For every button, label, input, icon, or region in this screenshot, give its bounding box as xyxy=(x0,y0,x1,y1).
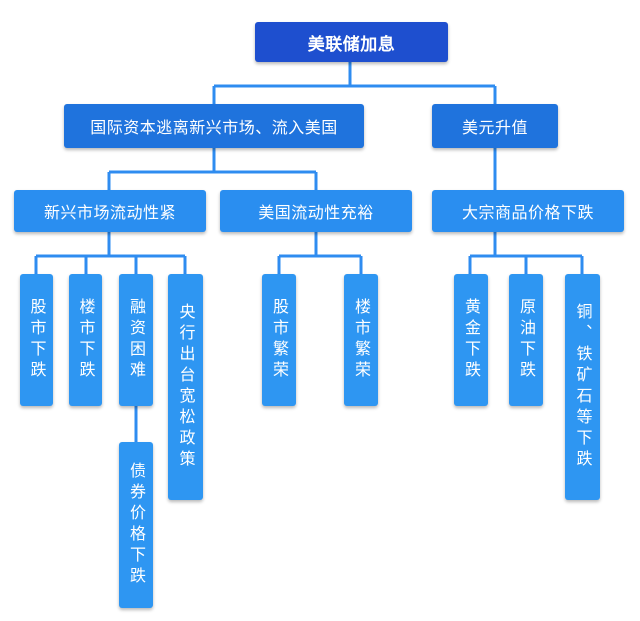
node-commodity-fall-label: 大宗商品价格下跌 xyxy=(461,203,594,222)
leaf-stock-boom: 股市繁荣 xyxy=(262,274,296,406)
leaf-property-boom-label: 楼市繁荣 xyxy=(352,298,371,382)
connector-capital-to-level2 xyxy=(107,148,318,190)
leaf-stock-boom-label: 股市繁荣 xyxy=(270,298,289,382)
node-em-liquidity-tight: 新兴市场流动性紧 xyxy=(14,190,206,232)
leaf-property-boom: 楼市繁荣 xyxy=(344,274,378,406)
leaf-stock-down-label: 股市下跌 xyxy=(27,298,47,382)
node-us-liquidity-ample: 美国流动性充裕 xyxy=(220,190,412,232)
leaf-oil-down-label: 原油下跌 xyxy=(517,298,536,382)
leaf-central-bank-easing-label: 央行出台宽松政策 xyxy=(176,303,196,471)
node-us-liquidity-ample-label: 美国流动性充裕 xyxy=(258,203,374,222)
leaf-gold-down-label: 黄金下跌 xyxy=(462,298,481,382)
connector-em-to-leaves xyxy=(34,232,187,274)
connector-commodity-to-leaves xyxy=(468,232,584,274)
leaf-property-down-label: 楼市下跌 xyxy=(76,298,96,382)
node-root: 美联储加息 xyxy=(255,22,448,62)
node-em-liquidity-tight-label: 新兴市场流动性紧 xyxy=(43,203,176,222)
node-capital-flight: 国际资本逃离新兴市场、流入美国 xyxy=(64,104,364,148)
leaf-bond-price-down-label: 债券价格下跌 xyxy=(127,462,146,588)
node-commodity-fall: 大宗商品价格下跌 xyxy=(432,190,624,232)
leaf-gold-down: 黄金下跌 xyxy=(454,274,488,406)
leaf-financing-hard-label: 融资困难 xyxy=(127,298,146,382)
node-root-label: 美联储加息 xyxy=(307,34,396,55)
node-usd-appreciation: 美元升值 xyxy=(432,104,558,148)
connector-us-to-leaves xyxy=(277,232,363,274)
leaf-copper-iron-down: 铜、铁矿石等下跌 xyxy=(565,274,600,500)
leaf-oil-down: 原油下跌 xyxy=(509,274,543,406)
leaf-bond-price-down: 债券价格下跌 xyxy=(119,442,153,608)
node-usd-appreciation-label: 美元升值 xyxy=(461,118,528,137)
leaf-property-down: 楼市下跌 xyxy=(69,274,102,406)
leaf-copper-iron-down-label: 铜、铁矿石等下跌 xyxy=(573,303,593,471)
connector-root-to-level1 xyxy=(212,62,497,104)
node-capital-flight-label: 国际资本逃离新兴市场、流入美国 xyxy=(90,118,338,137)
leaf-central-bank-easing: 央行出台宽松政策 xyxy=(168,274,203,500)
leaf-financing-hard: 融资困难 xyxy=(119,274,153,406)
leaf-stock-down: 股市下跌 xyxy=(20,274,53,406)
